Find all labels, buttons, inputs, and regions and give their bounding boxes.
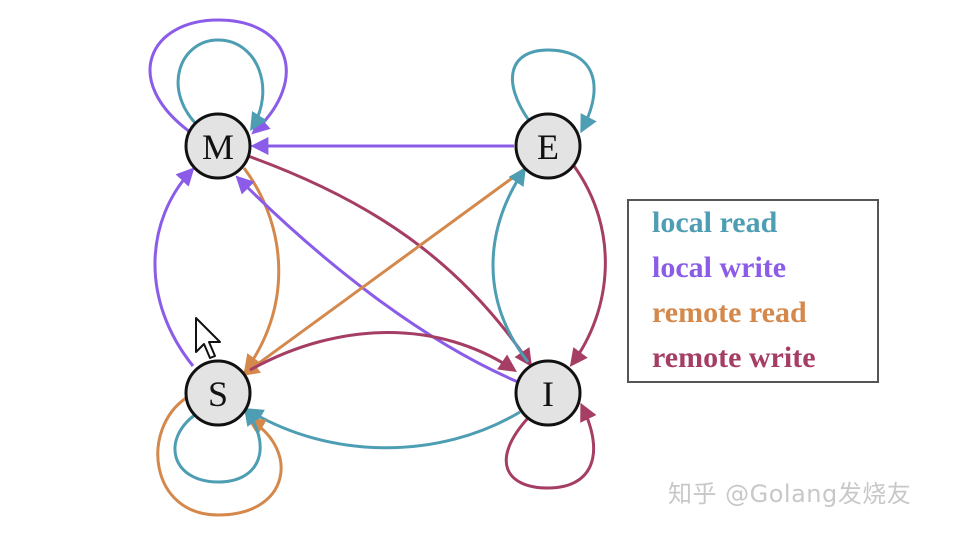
legend-item-local-write: local write	[652, 251, 786, 284]
edge-e-self-local-read	[510, 48, 597, 134]
node-m-label: M	[202, 127, 234, 167]
node-e-label: E	[537, 127, 559, 167]
legend-item-local-read: local read	[652, 206, 778, 239]
edge-i-to-s-local-read	[244, 408, 521, 450]
watermark: 知乎 @Golang发烧友	[668, 480, 912, 508]
node-i: I	[514, 359, 582, 427]
legend-item-remote-write: remote write	[652, 341, 816, 374]
legend-item-remote-read: remote read	[652, 296, 807, 329]
node-e: E	[514, 112, 582, 180]
edge-e-to-s-remote-read	[241, 166, 527, 377]
edge-s-self-local-read	[173, 407, 262, 484]
edge-m-to-s-remote-read	[242, 167, 281, 373]
nodes: M E S I	[184, 112, 582, 427]
node-s: S	[184, 359, 252, 427]
edge-m-self-local-write	[148, 18, 288, 135]
edge-e-to-i-remote-write	[569, 165, 607, 367]
legend: local read local write remote read remot…	[627, 199, 879, 383]
edge-s-self-remote-read	[156, 396, 283, 517]
node-i-label: I	[542, 374, 554, 414]
edge-s-to-i-remote-write	[249, 331, 517, 373]
edge-i-self-remote-write	[504, 402, 597, 490]
edge-m-self-local-read	[176, 38, 268, 132]
edge-s-to-m-local-write	[153, 167, 195, 367]
edge-i-to-e-local-read	[491, 167, 530, 363]
node-s-label: S	[208, 374, 228, 414]
node-m: M	[184, 112, 252, 180]
edges	[148, 18, 607, 517]
arrow-cursor-icon	[195, 317, 221, 359]
edge-i-to-m-local-write	[235, 175, 519, 384]
edge-m-to-i-remote-write	[247, 154, 533, 367]
legend-box	[627, 199, 879, 383]
